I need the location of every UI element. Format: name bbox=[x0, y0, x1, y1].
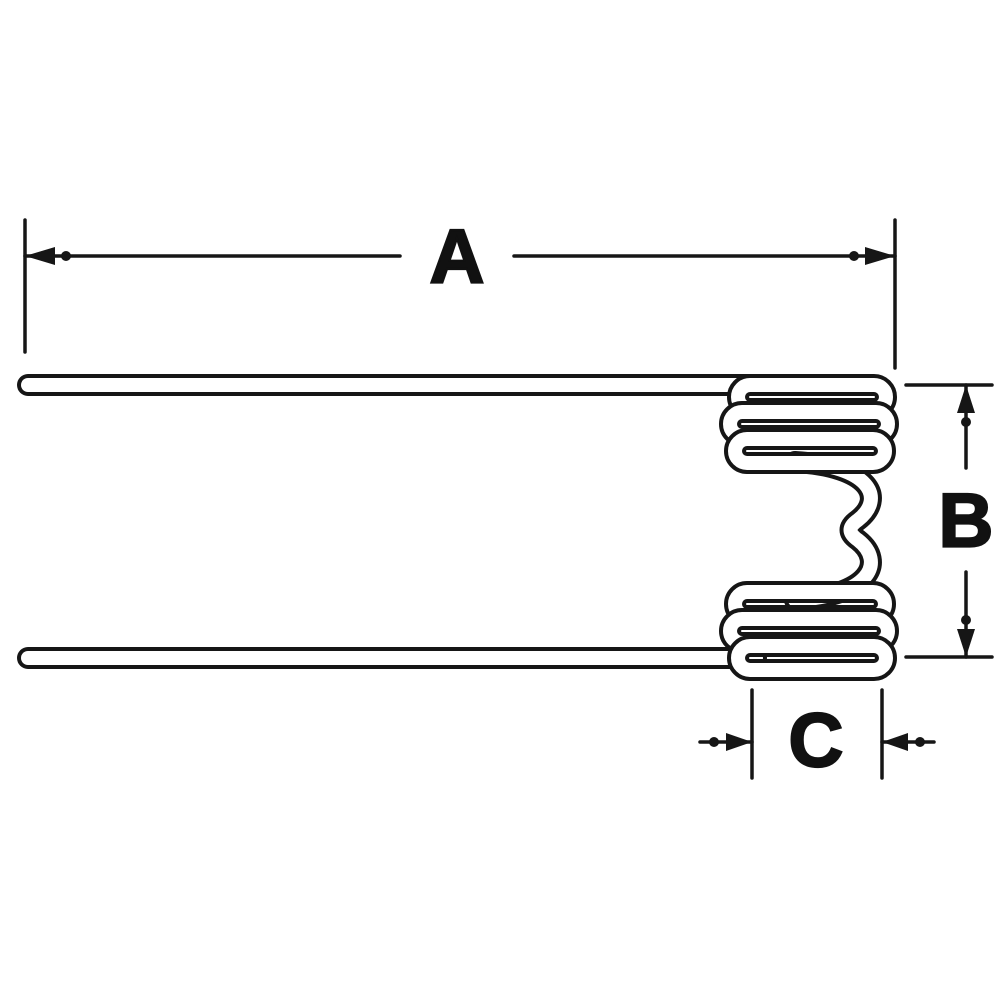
tine-part bbox=[17, 374, 899, 681]
bottom-coil bbox=[719, 581, 899, 681]
dimension-b-label: B bbox=[939, 479, 994, 564]
dim-b-arrowhead-bottom-icon bbox=[957, 629, 975, 657]
dim-c-dot-left-icon bbox=[709, 737, 719, 747]
dimension-c-label: C bbox=[789, 699, 844, 784]
dimension-a-label: A bbox=[430, 215, 485, 300]
dimension-b: B bbox=[904, 383, 995, 659]
dim-b-arrowhead-top-icon bbox=[957, 385, 975, 413]
connector-loop bbox=[784, 451, 882, 611]
dim-b-dot-bottom-icon bbox=[961, 615, 971, 625]
dim-a-dot-left-icon bbox=[61, 251, 71, 261]
dim-b-dot-top-icon bbox=[961, 417, 971, 427]
dim-c-arrowhead-left-icon bbox=[726, 733, 752, 751]
dimension-c: C bbox=[698, 688, 936, 785]
top-coil bbox=[719, 374, 899, 474]
dim-c-arrowhead-right-icon bbox=[882, 733, 908, 751]
dim-a-dot-right-icon bbox=[849, 251, 859, 261]
dim-c-dot-right-icon bbox=[915, 737, 925, 747]
dim-a-arrowhead-right-icon bbox=[865, 247, 895, 265]
dim-a-arrowhead-left-icon bbox=[25, 247, 55, 265]
dimension-a: A bbox=[23, 213, 897, 370]
